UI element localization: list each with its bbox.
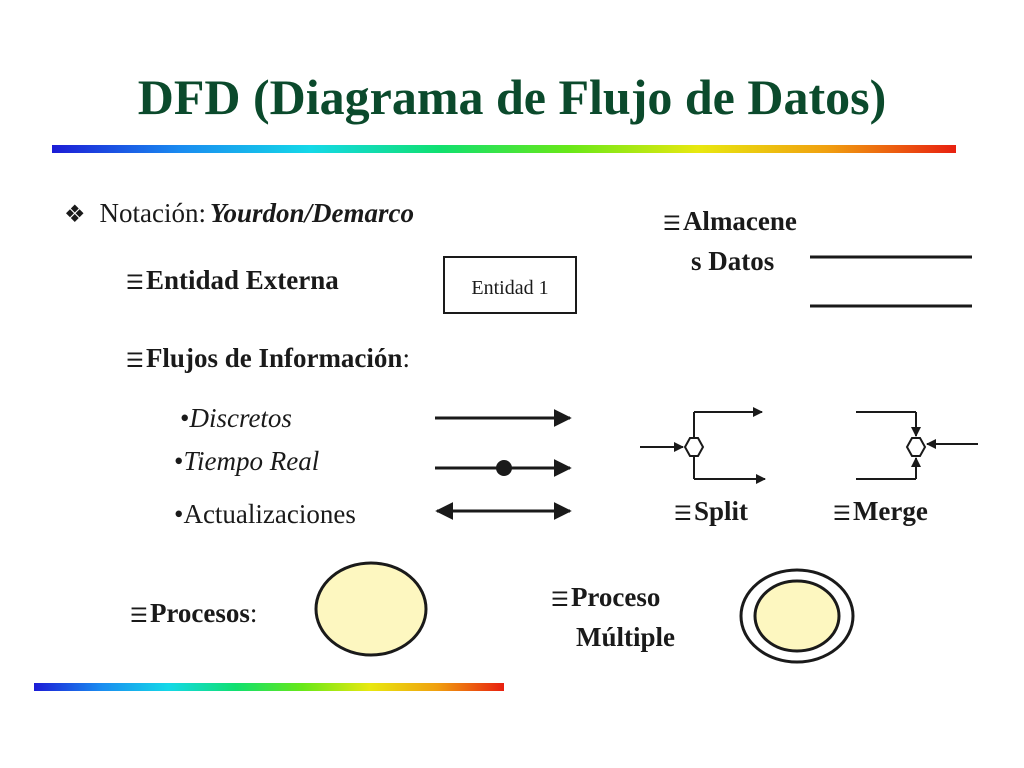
multiple-process-symbol (739, 568, 855, 664)
multiple-process-inner (753, 579, 841, 653)
list-glyph-icon: ☰ (663, 211, 681, 235)
list-glyph-icon: ☰ (126, 348, 144, 372)
notation-value: Yourdon/Demarco (210, 198, 415, 228)
flows-label-row: ☰Flujos de Información: (126, 343, 410, 373)
split-label: Split (693, 496, 748, 526)
flow-type-updates: •Actualizaciones (174, 499, 356, 529)
split-symbol (640, 407, 766, 484)
notation-row: ❖ Notación: Yourdon/Demarco (64, 198, 414, 229)
external-entity-label-row: ☰Entidad Externa (126, 265, 339, 296)
list-glyph-icon: ☰ (551, 587, 569, 611)
list-glyph-icon: ☰ (126, 270, 144, 294)
external-entity-box: Entidad 1 (443, 256, 577, 314)
external-entity-box-text: Entidad 1 (471, 276, 549, 299)
diamond-four-icon: ❖ (64, 202, 86, 228)
rainbow-divider-top (52, 145, 956, 153)
processes-label-row: ☰Procesos: (130, 598, 258, 628)
list-glyph-icon: ☰ (674, 501, 692, 525)
merge-symbol (856, 411, 978, 480)
multiple-process-label-line1: ☰Proceso (551, 582, 661, 612)
list-glyph-icon: ☰ (130, 603, 148, 627)
rainbow-divider-bottom (34, 683, 504, 691)
merge-label: Merge (852, 496, 928, 526)
list-glyph-icon: ☰ (833, 501, 851, 525)
flow-type-discrete: •Discretos (180, 403, 292, 433)
data-store-label-line2: s Datos (691, 246, 775, 276)
flows-label: Flujos de Información (145, 343, 403, 373)
flow-type-realtime: •Tiempo Real (174, 446, 320, 476)
multiple-process-label-line2: Múltiple (576, 622, 675, 652)
data-store-symbol (810, 255, 972, 308)
external-entity-label: Entidad Externa (145, 265, 339, 295)
merge-label-row: ☰Merge (833, 496, 928, 527)
process-ellipse (314, 561, 428, 657)
page-title: DFD (Diagrama de Flujo de Datos) (137, 69, 887, 125)
data-store-label-line1: ☰Almacene (663, 206, 797, 236)
realtime-dot (496, 460, 512, 476)
processes-label: Procesos (149, 598, 250, 628)
realtime-flow-arrow (435, 459, 572, 477)
split-label-row: ☰Split (674, 496, 748, 527)
notation-label: Notación: (99, 198, 206, 228)
